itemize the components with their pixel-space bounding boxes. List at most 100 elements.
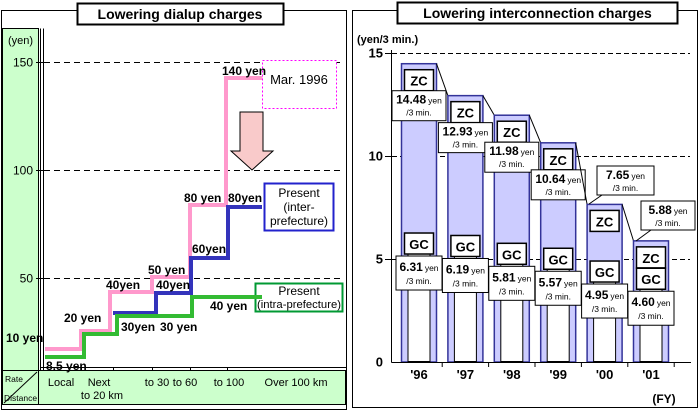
gc-label: GC [595, 265, 615, 280]
gc-label-box [450, 234, 481, 258]
zc-label: ZC [550, 153, 568, 168]
gc-label: GC [548, 252, 568, 267]
rate-distance-diagonal [3, 371, 38, 404]
value-label-10: 8.5 yen [46, 359, 87, 373]
y-tick-label-150: 150 [13, 56, 33, 70]
right-chart-title: Lowering interconnection charges [423, 5, 652, 21]
x-category-label-1: Next [88, 377, 111, 389]
gc-label: GC [456, 239, 476, 254]
zc-label: ZC [457, 106, 475, 121]
value-label-2: 40yen [106, 278, 140, 292]
mar-1996-label: Mar. 1996 [270, 72, 328, 87]
callout-tail [588, 194, 603, 205]
r-y-tick-label-15: 15 [369, 46, 383, 61]
connector-4 [621, 204, 634, 242]
r-y-tick-label-0: 0 [376, 355, 383, 370]
value-label-9: 80yen [228, 191, 262, 205]
rate-label: Rate [5, 374, 23, 384]
x-category-label2-1: to 20 km [81, 390, 123, 402]
gc-label: GC [502, 247, 522, 262]
year-label-0: '96 [410, 367, 428, 382]
r-y-tick-label-5: 5 [376, 252, 383, 267]
gc-label: GC [409, 237, 429, 252]
value-label-12: 40 yen [210, 299, 247, 313]
zc-value-box [391, 90, 447, 122]
value-label-3: 50 yen [148, 263, 185, 277]
present-inter-line3: prefecture) [270, 214, 328, 228]
value-label-11: 30 yen [160, 320, 197, 334]
zc-value-unit: /3 min. [406, 108, 432, 118]
distance-axis-strip [38, 370, 346, 405]
value-label-1: 20 yen [64, 311, 101, 325]
present-inter-box [263, 182, 335, 232]
gc-value-unit: /3 min. [453, 278, 479, 288]
gc-value-box [441, 257, 489, 293]
x-category-label-5: Over 100 km [265, 377, 328, 389]
yen-unit-label: (yen) [8, 35, 33, 47]
left-step-lines [45, 76, 335, 359]
gc-label-box [496, 242, 528, 266]
y-tick-label-50: 50 [20, 272, 34, 286]
left-title-box [76, 2, 285, 26]
zc-value-box [437, 122, 493, 154]
zc-label: ZC [596, 214, 614, 229]
connector-1 [482, 95, 495, 116]
zc-value-unit: /3 min. [613, 183, 639, 193]
year-label-3: '99 [549, 367, 567, 382]
value-label-5: 140 yen [222, 64, 266, 78]
value-label-0: 10 yen [6, 331, 43, 345]
right-title-box [396, 1, 679, 25]
fy-label: (FY) [652, 392, 675, 406]
zc-label-box [635, 246, 667, 269]
step-line-2 [45, 295, 262, 359]
connector-2 [528, 115, 542, 144]
year-label-2: '98 [503, 367, 521, 382]
mar-1996-box [262, 60, 337, 109]
distance-label: Distance [4, 393, 37, 403]
gc-value-box [627, 290, 675, 326]
value-label-7: 40yen [156, 278, 190, 292]
connector-3 [575, 142, 588, 205]
zc-label: ZC [642, 251, 660, 266]
down-arrow-icon [229, 111, 275, 171]
gc-label-box [589, 260, 620, 283]
x-category-label-3: to 60 [173, 377, 197, 389]
y-tick-label-100: 100 [13, 164, 33, 178]
zc-value-unit: /3 min. [545, 187, 571, 197]
left-chart-title: Lowering dialup charges [98, 6, 263, 22]
year-label-5: '01 [642, 367, 660, 382]
step-line-0 [45, 76, 335, 351]
present-intra-line1: Present [278, 284, 320, 298]
gc-value-unit: /3 min. [499, 286, 525, 296]
zc-value-callout-box [596, 165, 655, 196]
gc-label: GC [641, 272, 661, 287]
yen-per-3min-label: (yen/3 min.) [357, 34, 418, 46]
zc-value-unit: /3 min. [499, 159, 525, 169]
zc-value-unit: /3 min. [655, 218, 681, 228]
gc-value-box [395, 255, 443, 291]
value-label-4: 80 yen [184, 191, 221, 205]
year-label-4: '00 [596, 367, 614, 382]
present-inter-line1: Present [278, 186, 320, 200]
yen-axis-strip [2, 28, 39, 405]
zc-label: ZC [503, 125, 521, 140]
zc-value-unit: /3 min. [453, 140, 479, 150]
r-y-tick-label-10: 10 [369, 149, 383, 164]
step-line-1 [113, 205, 262, 315]
